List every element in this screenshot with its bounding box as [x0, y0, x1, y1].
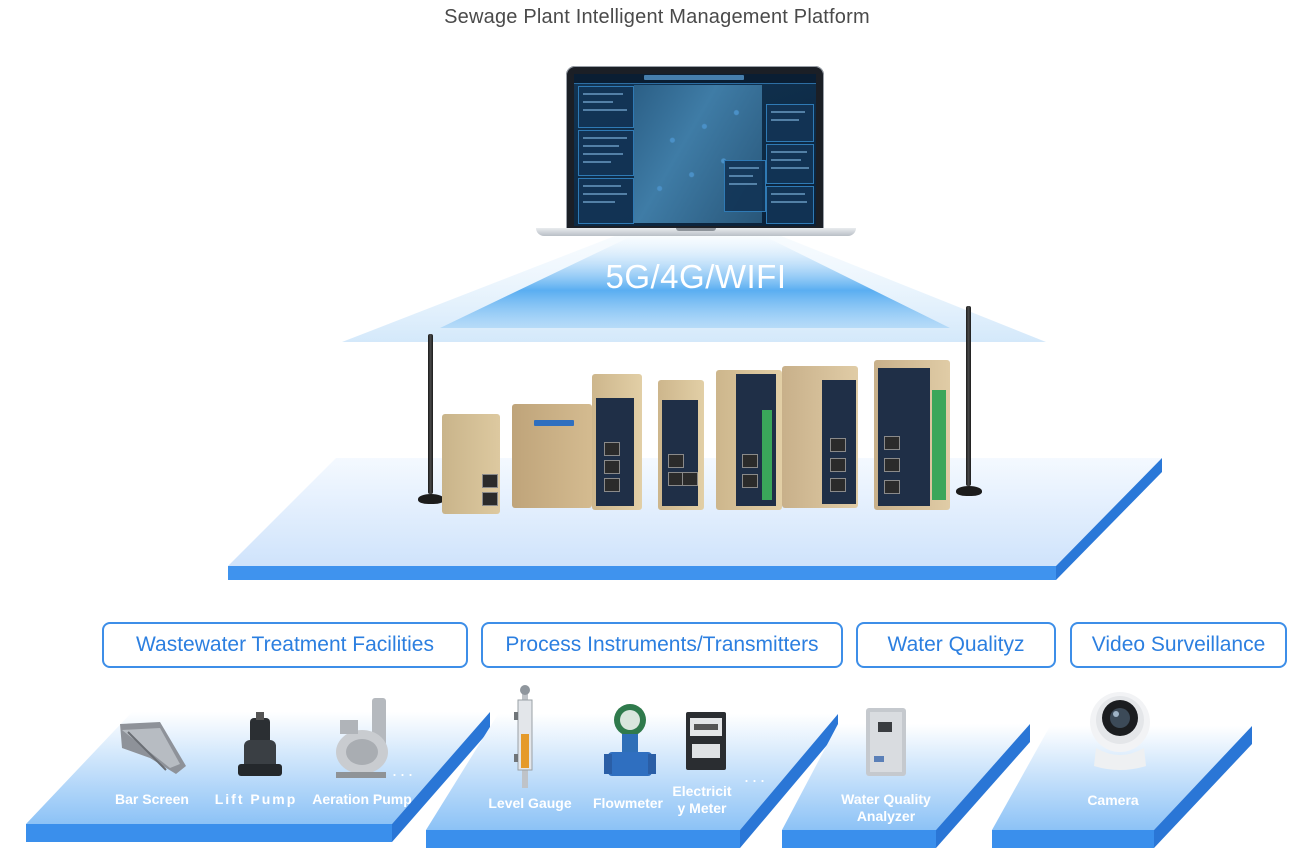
- bar-screen-icon: [120, 722, 186, 774]
- gateway-device-icon: [658, 380, 704, 510]
- more-indicator: ...: [392, 760, 417, 780]
- platform-waterquality-top: [782, 724, 1030, 830]
- label-electricity-meter-2: y Meter: [677, 800, 727, 816]
- more-indicator: ...: [744, 766, 769, 786]
- laptop-icon: [536, 66, 856, 238]
- water-quality-analyzer-icon: [866, 708, 906, 776]
- category-water-quality: Water Qualityz: [856, 622, 1056, 668]
- label-lift-pump: Lift Pump: [214, 791, 298, 807]
- antenna-base: [418, 494, 444, 504]
- camera-icon: [1090, 692, 1150, 770]
- gateway-platform-side: [1056, 458, 1162, 580]
- gateway-device-icon: [716, 370, 782, 510]
- gateway-device-icon: [512, 404, 592, 508]
- gateway-device-icon: [782, 366, 858, 508]
- gateway-device-icon: [874, 360, 950, 510]
- category-video-surveillance: Video Surveillance: [1070, 622, 1287, 668]
- gateway-device-icon: [442, 414, 500, 514]
- category-process-instruments: Process Instruments/Transmitters: [481, 622, 843, 668]
- label-electricity-meter-1: Electricit: [672, 783, 732, 799]
- network-label: 5G/4G/WIFI: [605, 258, 787, 295]
- gateway-device-icon: [592, 374, 642, 510]
- label-aeration-pump: Aeration Pump: [312, 791, 412, 807]
- antenna-icon: [428, 334, 433, 494]
- antenna-icon: [966, 306, 971, 486]
- level-gauge-icon: [514, 685, 533, 788]
- label-flowmeter: Flowmeter: [592, 795, 663, 811]
- category-wastewater-treatment: Wastewater Treatment Facilities: [102, 622, 468, 668]
- antenna-base: [956, 486, 982, 496]
- page-title: Sewage Plant Intelligent Management Plat…: [444, 6, 870, 28]
- dashboard-screen: [574, 74, 816, 226]
- label-bar-screen: Bar Screen: [115, 791, 189, 807]
- flowmeter-icon: [604, 704, 656, 776]
- electricity-meter-icon: [686, 712, 726, 770]
- label-level-gauge: Level Gauge: [488, 795, 572, 811]
- gateway-platform-front: [228, 566, 1056, 580]
- lift-pump-icon: [238, 712, 282, 776]
- aeration-pump-icon: [336, 698, 388, 778]
- label-water-quality-analyzer-2: Analyzer: [856, 808, 916, 824]
- platform-video-top: [992, 726, 1252, 830]
- label-camera: Camera: [1087, 792, 1139, 808]
- label-water-quality-analyzer-1: Water Quality: [841, 791, 931, 807]
